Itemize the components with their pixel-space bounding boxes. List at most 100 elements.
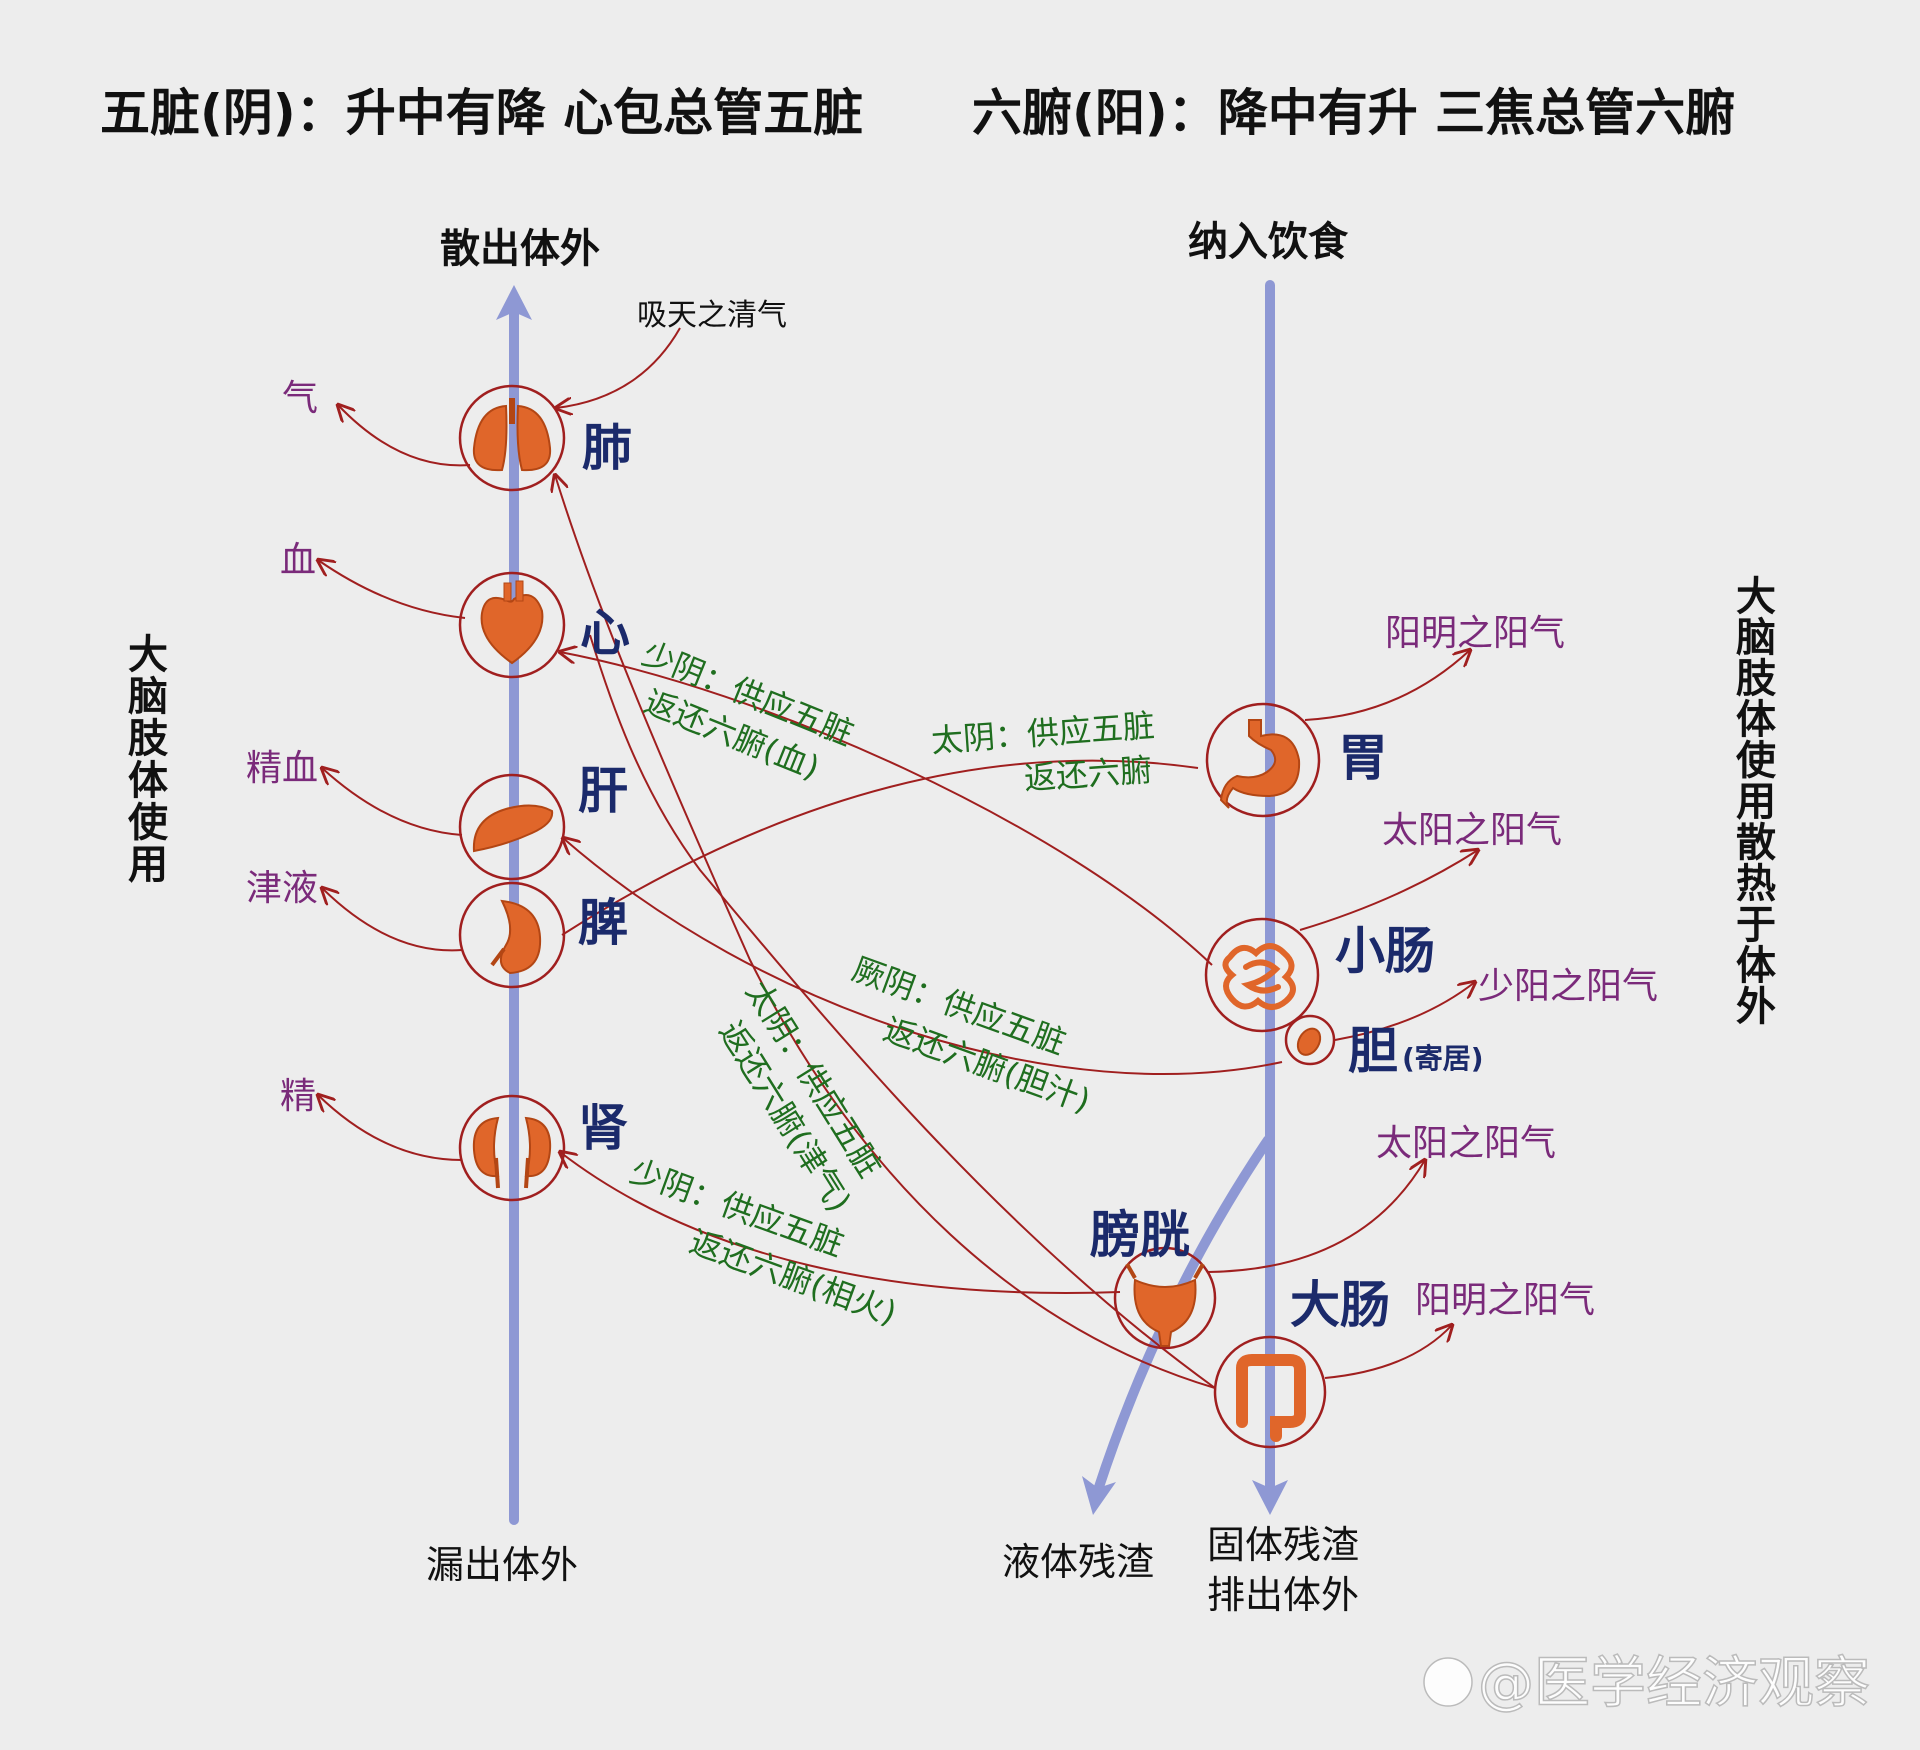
gallbladder-label: 胆(寄居) <box>1348 1022 1484 1080</box>
bladder-product: 太阳之阳气 <box>1376 1123 1556 1164</box>
side_right-char: 外 <box>1736 984 1776 1030</box>
gallbladder-product-arrow <box>1334 982 1475 1041</box>
stomach-icon <box>1219 719 1301 809</box>
spleen-product: 津液 <box>246 868 318 909</box>
kidney-label: 肾 <box>578 1099 628 1157</box>
taiyin-spleen-label: 太阴：供应五脏 返还六腑 <box>930 706 1156 798</box>
stomach-product-arrow <box>1304 650 1470 721</box>
spleen-product-arrow <box>322 888 463 952</box>
side_right-char: 于 <box>1736 902 1776 948</box>
kidney-product: 精 <box>280 1076 316 1117</box>
liver-icon <box>472 804 554 853</box>
gallbladder-product: 少阳之阳气 <box>1478 966 1658 1007</box>
left-axis-bottom-label: 漏出体外 <box>426 1543 578 1587</box>
taiyin-spleen-channel <box>561 759 1199 936</box>
side_left-char: 脑 <box>128 674 168 720</box>
down-arrow-icon <box>1082 1476 1116 1515</box>
flow-curves <box>318 327 1478 1389</box>
side_left-char: 体 <box>128 758 168 804</box>
shaoyin-heart-label: 少阴：供应五脏 返还六腑(血) <box>637 634 859 787</box>
clear-qi-arrow <box>556 327 681 408</box>
large-intestine-icon <box>1236 1354 1306 1442</box>
small-intestine-product-arrow <box>1299 850 1478 931</box>
spleen-label: 脾 <box>578 894 628 952</box>
lung-label: 肺 <box>582 419 632 477</box>
paw-icon <box>1423 1657 1473 1707</box>
liquid-residue-label: 液体残渣 <box>1002 1540 1154 1584</box>
small-intestine-icon <box>1222 943 1296 1010</box>
liver-product-arrow <box>322 768 463 836</box>
shaoyin-kidney-channel <box>560 1152 1121 1294</box>
solid-residue-label: 固体残渣 <box>1207 1523 1359 1567</box>
left-axis-top-label: 散出体外 <box>440 226 600 272</box>
right-axis-top-label: 纳入饮食 <box>1188 219 1349 265</box>
lung-product-arrow <box>338 405 471 467</box>
stomach-node <box>1205 702 1321 818</box>
svg-text:@医学经济观察: @医学经济观察 <box>1478 1651 1870 1716</box>
side_right-char: 体 <box>1736 943 1776 989</box>
heart-node <box>458 571 566 679</box>
kidney-icon <box>472 1116 552 1189</box>
heart-product: 血 <box>280 540 316 581</box>
down-arrow-icon <box>1252 1480 1288 1515</box>
watermark: @医学经济观察 <box>1423 1650 1871 1717</box>
side_right-char: 肢 <box>1736 656 1777 702</box>
heart-icon <box>480 580 544 665</box>
small-intestine-product: 太阳之阳气 <box>1382 810 1562 851</box>
small-intestine-label: 小肠 <box>1335 922 1435 980</box>
taiyin-lung-channel-branch <box>589 634 1216 1389</box>
liver-product: 精血 <box>246 748 318 789</box>
side_left-char: 用 <box>128 842 168 888</box>
small-intestine-node <box>1204 917 1320 1033</box>
jueyin-liver-label: 厥阴：供应五脏 返还六腑(胆汁) <box>847 950 1095 1120</box>
side_right-char: 大 <box>1736 574 1776 620</box>
stomach-product: 阳明之阳气 <box>1385 613 1565 654</box>
side_left-char: 肢 <box>128 716 169 762</box>
heart-label: 心 <box>580 604 630 662</box>
large-intestine-product-arrow <box>1324 1325 1452 1379</box>
svg-text:返还六腑: 返还六腑 <box>1023 751 1153 798</box>
gallbladder-node <box>1284 1014 1336 1066</box>
large-intestine-label: 大肠 <box>1290 1276 1390 1334</box>
kidney-node <box>458 1094 566 1202</box>
spleen-node <box>458 881 566 989</box>
side_left-char: 大 <box>128 632 168 678</box>
side_right-char: 使 <box>1736 738 1777 784</box>
side_right-char: 散 <box>1736 820 1776 866</box>
title-right: 六腑(阳)：降中有升 三焦总管六腑 <box>972 84 1735 142</box>
side_left-char: 使 <box>128 800 169 846</box>
bladder-icon <box>1125 1263 1205 1347</box>
taiyin-lung-label: 太阴：供应五脏 返还六腑(津气) <box>711 974 889 1218</box>
bladder-node <box>1113 1246 1217 1350</box>
large-intestine-product: 阳明之阳气 <box>1415 1280 1595 1321</box>
clear-qi-note: 吸天之清气 <box>637 298 787 333</box>
shaoyin-heart-channel <box>560 652 1213 966</box>
taiyin-lung-channel <box>555 475 1216 1389</box>
side_right-char: 用 <box>1736 779 1776 825</box>
lung-product: 气 <box>282 378 318 419</box>
excrete-label: 排出体外 <box>1207 1573 1359 1617</box>
liver-node <box>458 773 566 881</box>
spleen-icon <box>490 899 542 975</box>
lung-node <box>458 384 566 492</box>
lung-icon <box>472 398 552 472</box>
title-left: 五脏(阴)：升中有降 心包总管五脏 <box>100 84 863 142</box>
side_right-char: 脑 <box>1736 615 1776 661</box>
kidney-product-arrow <box>318 1095 463 1161</box>
heart-product-arrow <box>318 560 466 619</box>
stomach-label: 胃 <box>1338 729 1388 787</box>
bladder-label: 膀胱 <box>1090 1206 1190 1264</box>
bladder-product-arrow <box>1207 1160 1425 1273</box>
jueyin-liver-channel <box>563 838 1283 1076</box>
large-intestine-node <box>1213 1335 1327 1449</box>
side_right-char: 体 <box>1736 697 1776 743</box>
liver-label: 肝 <box>578 762 628 820</box>
up-arrow-icon <box>496 285 532 320</box>
gallbladder-icon <box>1296 1027 1322 1056</box>
side_right-char: 热 <box>1736 861 1776 907</box>
shaoyin-kidney-label: 少阴：供应五脏 返还六腑(相火) <box>625 1152 901 1333</box>
right-axis <box>1082 280 1288 1515</box>
